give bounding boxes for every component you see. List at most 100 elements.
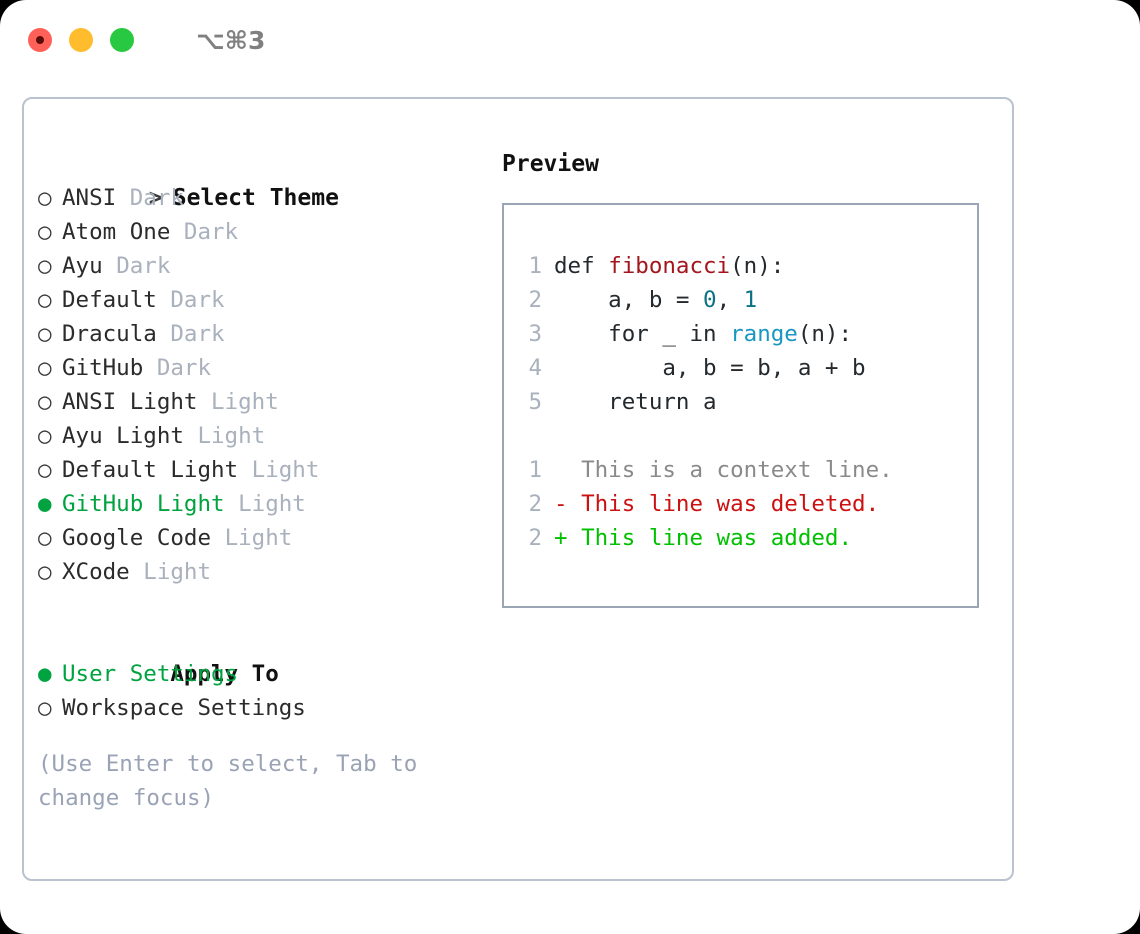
apply-to-option-label: User Settings [62, 661, 239, 687]
code-token: (n): [797, 321, 853, 347]
theme-name: GitHub [62, 355, 144, 381]
line-number: 5 [528, 389, 542, 415]
diff-text: This is a context line. [581, 457, 893, 483]
theme-list-item[interactable]: ○ Dracula Dark [38, 317, 498, 351]
apply-to-label: Apply To [170, 661, 279, 687]
code-line: 4 a, b = b, a + b [518, 351, 893, 385]
code-token: for _ in [554, 321, 731, 347]
theme-list-item[interactable]: ○XCode Light [38, 555, 498, 589]
code-line: 5 return a [518, 385, 893, 419]
diff-marker: + [554, 525, 582, 551]
code-line: 2 a, b = 0, 1 [518, 283, 893, 317]
code-token: def [554, 253, 609, 279]
theme-list-item[interactable]: ○ Google Code Light [38, 521, 498, 555]
theme-list-item[interactable]: ●GitHub Light Light [38, 487, 498, 521]
line-number: 1 [528, 457, 542, 483]
code-token: return a [554, 389, 717, 415]
diff-marker: - [554, 491, 582, 517]
maximize-button[interactable] [110, 28, 134, 52]
diff-line: 2+ This line was added. [518, 521, 893, 555]
theme-list-item[interactable]: ○ Atom One Dark [38, 215, 498, 249]
apply-to-option[interactable]: ○ Workspace Settings [38, 691, 498, 725]
theme-variant-tag: Light [197, 423, 266, 449]
apply-to-option-label: Workspace Settings [62, 695, 306, 721]
theme-name: Default [62, 287, 157, 313]
theme-list-item[interactable]: ○ Ayu Light Light [38, 419, 498, 453]
select-theme-header: > Select Theme [38, 147, 498, 211]
select-theme-label: Select Theme [172, 185, 339, 211]
code-token: fibonacci [608, 253, 731, 279]
radio-unselected-icon[interactable]: ○ [38, 253, 52, 279]
keyboard-hint: (Use Enter to select, Tab to change focu… [38, 751, 418, 811]
keyboard-shortcut-label: ⌥⌘3 [196, 25, 266, 55]
code-line: 3 for _ in range(n): [518, 317, 893, 351]
line-number: 2 [528, 491, 542, 517]
apply-to-option[interactable]: ● User Settings [38, 657, 498, 691]
line-number: 2 [528, 287, 542, 313]
close-button[interactable] [28, 28, 52, 52]
theme-name: ANSI Light [62, 389, 198, 415]
theme-variant-tag: Dark [170, 321, 225, 347]
code-token: , [716, 287, 744, 313]
theme-list-item[interactable]: ○Default Dark [38, 283, 498, 317]
code-token: 1 [743, 287, 758, 313]
prompt-caret-icon: > [148, 185, 163, 211]
code-token: a, b = b, a + b [554, 355, 866, 381]
apply-to-list[interactable]: ● User Settings ○ Workspace Settings [38, 657, 498, 725]
theme-variant-tag: Dark [116, 253, 171, 279]
radio-unselected-icon[interactable]: ○ [38, 355, 52, 381]
radio-unselected-icon[interactable]: ○ [38, 321, 52, 347]
radio-unselected-icon[interactable]: ○ [38, 559, 52, 585]
title-bar: ⌥⌘3 [0, 0, 1140, 80]
theme-name: Google Code [62, 525, 212, 551]
minimize-button[interactable] [69, 28, 93, 52]
code-token: range [730, 321, 798, 347]
radio-unselected-icon[interactable]: ○ [38, 219, 52, 245]
code-token: a, b = [554, 287, 704, 313]
theme-name: Default Light [62, 457, 239, 483]
theme-list-item[interactable]: ○ANSI Dark [38, 181, 498, 215]
diff-marker [554, 457, 581, 483]
theme-variant-tag: Light [211, 389, 279, 415]
code-token: (n): [730, 253, 785, 279]
diff-text: This line was deleted. [581, 491, 880, 517]
theme-name: Atom One [62, 219, 171, 245]
line-number: 3 [528, 321, 542, 347]
radio-unselected-icon[interactable]: ○ [38, 525, 52, 551]
theme-variant-tag: Light [238, 491, 306, 517]
line-number: 4 [528, 355, 542, 381]
radio-unselected-icon[interactable]: ○ [38, 423, 52, 449]
radio-unselected-icon[interactable]: ○ [38, 185, 52, 211]
theme-list[interactable]: ○ ANSI Dark ○ Atom One Dark ○ Ayu Dark ○ Defaul… [38, 181, 498, 589]
radio-selected-icon[interactable]: ● [38, 491, 52, 517]
theme-picker-panel: > Select Theme ○ ANSI Dark ○ Atom One Dark ○ A… [22, 97, 1014, 881]
theme-variant-tag: Light [143, 559, 212, 585]
theme-name: Dracula [62, 321, 157, 347]
theme-list-item[interactable]: ○ Default Light Light [38, 453, 498, 487]
apply-to-header: Apply To [38, 623, 498, 687]
diff-text: This line was added. [581, 525, 853, 551]
radio-selected-icon[interactable]: ● [38, 661, 52, 687]
radio-unselected-icon[interactable]: ○ [38, 457, 52, 483]
theme-variant-tag: Light [224, 525, 293, 551]
theme-name: Ayu [62, 253, 103, 279]
theme-name: Ayu Light [62, 423, 184, 449]
theme-name: ANSI [62, 185, 117, 211]
diff-line: 1 This is a context line. [518, 453, 893, 487]
theme-variant-tag: Dark [183, 219, 239, 245]
radio-unselected-icon[interactable]: ○ [38, 287, 52, 313]
theme-variant-tag: Dark [156, 355, 212, 381]
theme-variant-tag: Light [251, 457, 320, 483]
code-diff-separator [518, 419, 893, 453]
theme-list-item[interactable]: ○ Ayu Dark [38, 249, 498, 283]
theme-list-item[interactable]: ○ ANSI Light Light [38, 385, 498, 419]
theme-list-item[interactable]: ○ GitHub Dark [38, 351, 498, 385]
preview-title: Preview [502, 151, 599, 177]
radio-unselected-icon[interactable]: ○ [38, 389, 52, 415]
radio-unselected-icon[interactable]: ○ [38, 695, 52, 721]
